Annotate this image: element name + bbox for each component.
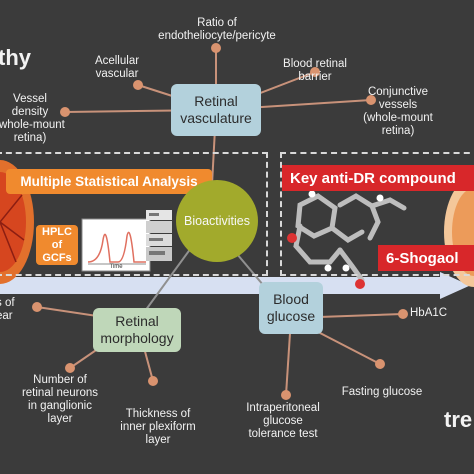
banner-key-anti-dr-compound: Key anti-DR compound [282, 165, 474, 191]
item-fasting-glucose: Fasting glucose [341, 386, 423, 398]
hub-bioactivities: Bioactivities [176, 180, 258, 262]
hub-bioactivities-label: Bioactivities [184, 214, 250, 228]
heading-bottom-right: tre [444, 407, 473, 432]
timeline-arrow-shaft [0, 277, 444, 294]
item-thickness-inner-plexiform: Thickness of inner plexiform layer [120, 408, 196, 446]
hplc-chart [81, 218, 151, 272]
node-retinal-morphology: Retinal morphology [93, 308, 181, 352]
hplc-instrument [146, 210, 172, 261]
banner-multiple-statistical-analysis: Multiple Statistical Analysis [6, 169, 212, 194]
item-vessel-density: Vessel density (whole-mount retina) [0, 93, 65, 144]
node-retinal-vasculature: Retinal vasculature [171, 84, 261, 136]
item-acellular-vascular: Acellular vascular [94, 55, 140, 80]
item-ipgtt: Intraperitoneal glucose tolerance test [246, 402, 320, 440]
item-conjunctive-vessels: Conjunctive vessels (whole-mount retina) [363, 86, 433, 137]
node-blood-glucose: Blood glucose [259, 282, 323, 334]
item-hba1c: HbA1C [410, 307, 448, 319]
label-6-shogaol: 6-Shogaol [378, 245, 474, 271]
node-blood-glucose-label: Blood glucose [266, 291, 316, 324]
node-retinal-vasculature-label: Retinal vasculature [180, 93, 252, 126]
right-panel [280, 152, 474, 276]
heading-top-left: thy [0, 45, 31, 70]
node-retinal-morphology-label: Retinal morphology [100, 313, 174, 346]
timeline-arrow-head [440, 272, 470, 299]
left-panel [0, 152, 268, 276]
item-number-retinal-neurons: Number of retinal neurons in ganglionic … [21, 374, 99, 425]
chart-axis-time: Time [109, 264, 123, 270]
connector-dots [32, 43, 408, 400]
label-hplc-gcfs: HPLC of GCFs [36, 225, 78, 265]
item-ratio-endotheliocyte-pericyte: Ratio of endotheliocyte/pericyte [158, 17, 276, 42]
molecule-atoms [287, 190, 384, 289]
item-blood-retinal-barrier: Blood retinal barrier [283, 58, 347, 83]
item-partial-left: s of ear [0, 297, 15, 322]
